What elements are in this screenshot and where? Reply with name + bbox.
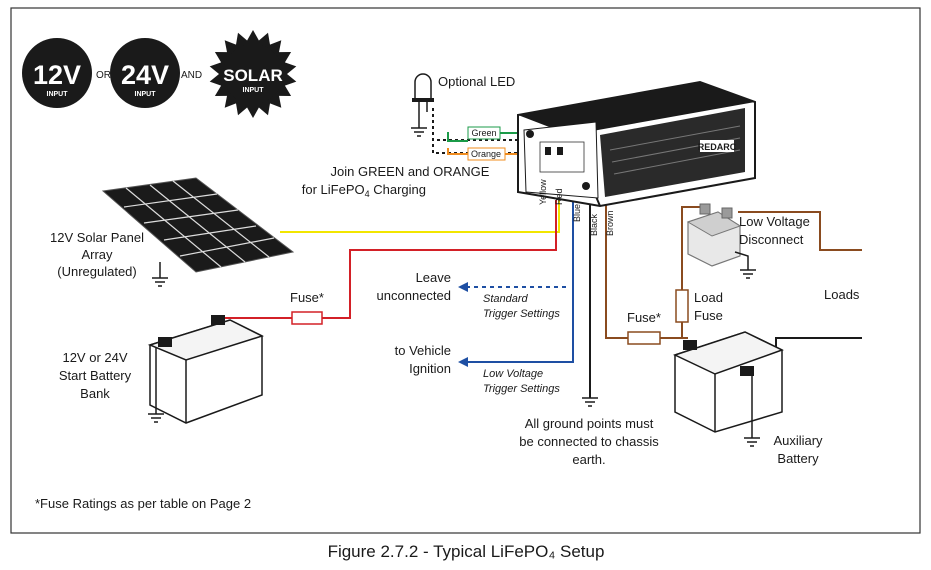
badge-12v-input: 12V INPUT: [22, 38, 92, 108]
badge-solar-sub: INPUT: [243, 87, 265, 94]
ground-icon: [152, 277, 168, 287]
badge-12v-sub: INPUT: [47, 91, 69, 98]
start-battery-label-1: 12V or 24V: [62, 350, 127, 365]
aux-battery-label-2: Battery: [777, 451, 819, 466]
join-note-line1: Join GREEN and ORANGE: [331, 164, 490, 179]
brown-wire: [605, 200, 628, 339]
or-text: OR: [96, 70, 111, 81]
yellow-wire: [280, 200, 560, 233]
ground-icon: [148, 413, 164, 423]
standard-trigger-note-1: Standard: [483, 293, 529, 305]
ground-note-3: earth.: [572, 452, 605, 467]
fuse-right-label: Fuse*: [627, 310, 661, 325]
lvd-label-2: Disconnect: [739, 232, 804, 247]
leave-label-1: Leave: [416, 270, 451, 285]
solar-panel-label-3: (Unregulated): [57, 264, 137, 279]
dc-charger-device: REDARC: [517, 80, 756, 208]
brown-wire-loads: [738, 211, 862, 251]
arrow-left-icon: [458, 357, 468, 367]
leave-label-2: unconnected: [377, 288, 451, 303]
orange-tag: [467, 147, 506, 161]
solar-panel-icon: [101, 177, 295, 278]
standard-trigger-note-2: Trigger Settings: [483, 308, 560, 320]
orange-wire-label: Orange: [471, 149, 501, 159]
ignition-label-2: Ignition: [409, 361, 451, 376]
ground-icon: [744, 437, 760, 447]
led-wire-dashed-2: [432, 108, 517, 154]
red-wire-label: Red: [554, 188, 564, 205]
loads-label: Loads: [824, 287, 860, 302]
black-wire-label: Black: [589, 213, 599, 236]
fuse-left-label: Fuse*: [290, 290, 324, 305]
badge-solar-input: SOLAR INPUT: [209, 30, 297, 118]
fuse-footnote: *Fuse Ratings as per table on Page 2: [35, 496, 251, 511]
badge-24v-sub: INPUT: [135, 91, 157, 98]
orange-wire: [447, 148, 468, 155]
optional-led-label: Optional LED: [438, 74, 515, 89]
badge-12v-text: 12V: [33, 60, 81, 90]
load-fuse-label-1: Load: [694, 290, 723, 305]
figure-caption: Figure 2.7.2 - Typical LiFePO₄ Setup: [328, 542, 605, 561]
badge-solar-text: SOLAR: [223, 66, 283, 85]
ground-note-2: be connected to chassis: [519, 434, 659, 449]
lv-trigger-note-2: Trigger Settings: [483, 383, 560, 395]
yellow-wire-label: Yellow: [538, 179, 548, 205]
start-battery-label-2: Start Battery: [59, 368, 132, 383]
ground-icon: [582, 397, 598, 407]
fuse-icon: [291, 311, 323, 325]
lvd-device-icon: [686, 203, 749, 270]
start-battery-label-3: Bank: [80, 386, 110, 401]
blue-wire-label: Blue: [572, 204, 582, 222]
badge-24v-text: 24V: [121, 60, 169, 90]
and-text: AND: [181, 70, 202, 81]
ignition-label-1: to Vehicle: [395, 343, 451, 358]
lv-trigger-note-1: Low Voltage: [483, 368, 543, 380]
redarc-logo: REDARC: [698, 142, 737, 152]
solar-panel-label-1: 12V Solar Panel: [50, 230, 144, 245]
aux-battery-label-1: Auxiliary: [773, 433, 823, 448]
load-fuse-icon: [675, 289, 689, 323]
lvd-label-1: Low Voltage: [739, 214, 810, 229]
blue-wire: [466, 200, 574, 363]
green-wire-label: Green: [471, 128, 496, 138]
green-wire: [447, 132, 468, 142]
led-icon: [412, 73, 434, 124]
green-tag: [467, 126, 501, 140]
load-fuse-label-2: Fuse: [694, 308, 723, 323]
ground-icon: [740, 269, 756, 279]
badge-24v-input: 24V INPUT: [110, 38, 180, 108]
red-wire: [322, 200, 557, 319]
aux-battery-icon: [672, 331, 784, 438]
start-battery-icon: [147, 315, 264, 424]
fuse-icon: [627, 331, 661, 345]
brown-wire-label: Brown: [605, 210, 615, 236]
ground-note-1: All ground points must: [525, 416, 654, 431]
ground-icon: [411, 124, 427, 137]
solar-panel-label-2: Array: [81, 247, 113, 262]
arrow-left-icon: [458, 282, 468, 292]
join-note-line2: for LiFePO4 Charging: [302, 182, 426, 199]
